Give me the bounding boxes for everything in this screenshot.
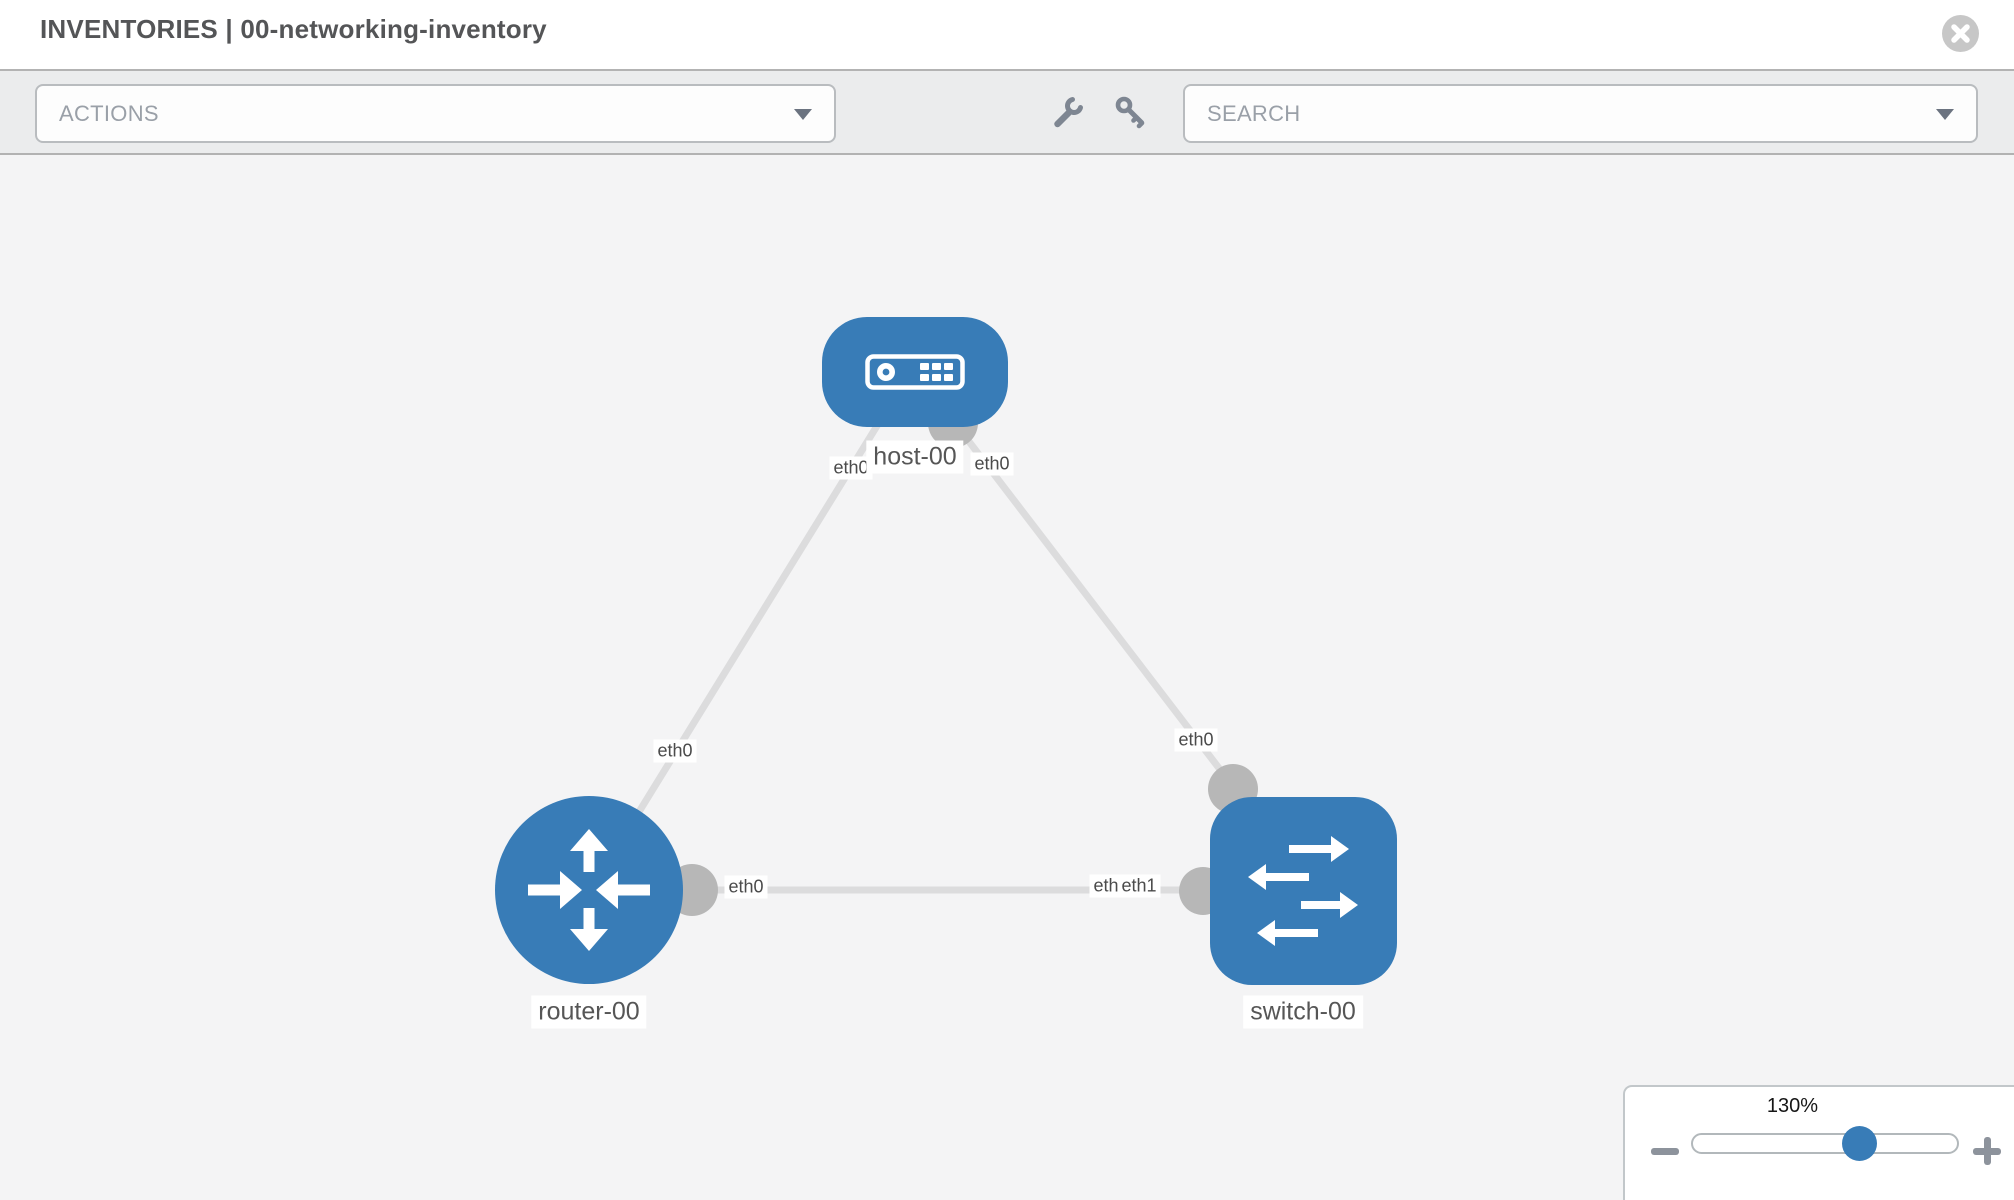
key-icon: [1113, 94, 1149, 135]
interface-label: eth0: [724, 875, 768, 899]
close-icon: [1951, 24, 1970, 43]
configure-button[interactable]: [1047, 92, 1091, 136]
search-placeholder: SEARCH: [1207, 100, 1301, 126]
zoom-slider-handle[interactable]: [1842, 1126, 1877, 1161]
zoom-level-value: 130%: [1766, 1095, 1819, 1117]
close-button[interactable]: [1942, 15, 1979, 52]
chevron-down-icon: [1936, 108, 1954, 120]
zoom-out-button[interactable]: [1651, 1137, 1679, 1165]
breadcrumb-section: INVENTORIES: [40, 14, 218, 44]
page-title: INVENTORIES | 00-networking-inventory: [40, 14, 547, 45]
chevron-down-icon: [794, 108, 812, 120]
switch-icon: [1245, 835, 1361, 947]
breadcrumb-separator: |: [217, 14, 241, 44]
zoom-in-button[interactable]: [1973, 1137, 2001, 1165]
interface-label: eth0: [829, 456, 873, 480]
credentials-button[interactable]: [1109, 92, 1153, 136]
host-icon: [865, 354, 965, 390]
toolbar: ACTIONS: [0, 71, 2014, 155]
actions-dropdown-label: ACTIONS: [59, 100, 159, 126]
search-dropdown[interactable]: SEARCH: [1183, 84, 1978, 143]
interface-label: eth1: [1117, 874, 1161, 898]
node-label-switch-00: switch-00: [1243, 995, 1363, 1029]
router-icon: [526, 827, 652, 953]
zoom-slider-track[interactable]: [1691, 1126, 1959, 1161]
interface-label: eth0: [1174, 728, 1218, 752]
wrench-icon: [1051, 94, 1087, 135]
zoom-panel: 130%: [1623, 1085, 2014, 1200]
interface-label: eth0: [970, 452, 1014, 476]
node-switch-00[interactable]: [1209, 797, 1397, 985]
node-label-host-00: host-00: [866, 440, 964, 474]
header-bar: INVENTORIES | 00-networking-inventory: [0, 0, 2014, 71]
minus-icon: [1651, 1148, 1679, 1155]
actions-dropdown[interactable]: ACTIONS: [35, 84, 836, 143]
inventory-name: 00-networking-inventory: [240, 14, 547, 44]
interface-label: eth0: [653, 739, 697, 763]
node-host-00[interactable]: [822, 317, 1008, 427]
node-router-00[interactable]: [495, 796, 683, 984]
node-label-router-00: router-00: [531, 995, 647, 1029]
